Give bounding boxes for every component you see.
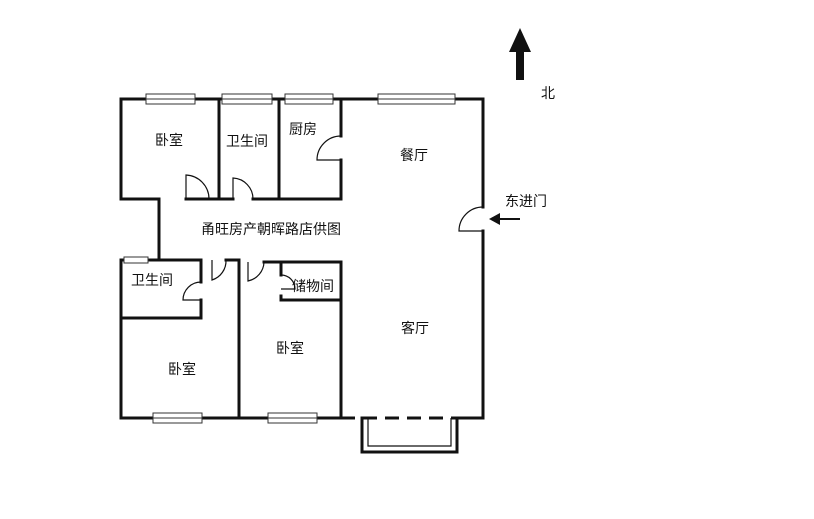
room-living: 客厅	[401, 321, 429, 337]
balcony	[341, 416, 459, 454]
watermark-text: 甬旺房产朝晖路店供图	[201, 222, 341, 238]
room-bedroom-s: 卧室	[276, 341, 304, 357]
entrance-arrow-icon	[489, 213, 520, 225]
room-storage: 储物间	[292, 279, 334, 295]
room-bathroom-n: 卫生间	[226, 134, 268, 150]
north-label: 北	[541, 86, 555, 102]
windows	[123, 93, 456, 424]
room-bedroom-nw: 卧室	[155, 133, 183, 149]
doors	[182, 135, 484, 301]
interior-walls-north	[184, 97, 343, 420]
room-kitchen: 厨房	[289, 122, 317, 138]
room-bathroom-w: 卫生间	[131, 273, 173, 289]
entrance-label: 东进门	[505, 194, 547, 210]
room-bedroom-sw: 卧室	[168, 362, 196, 378]
north-arrow-icon	[509, 28, 531, 80]
room-dining: 餐厅	[400, 148, 428, 164]
